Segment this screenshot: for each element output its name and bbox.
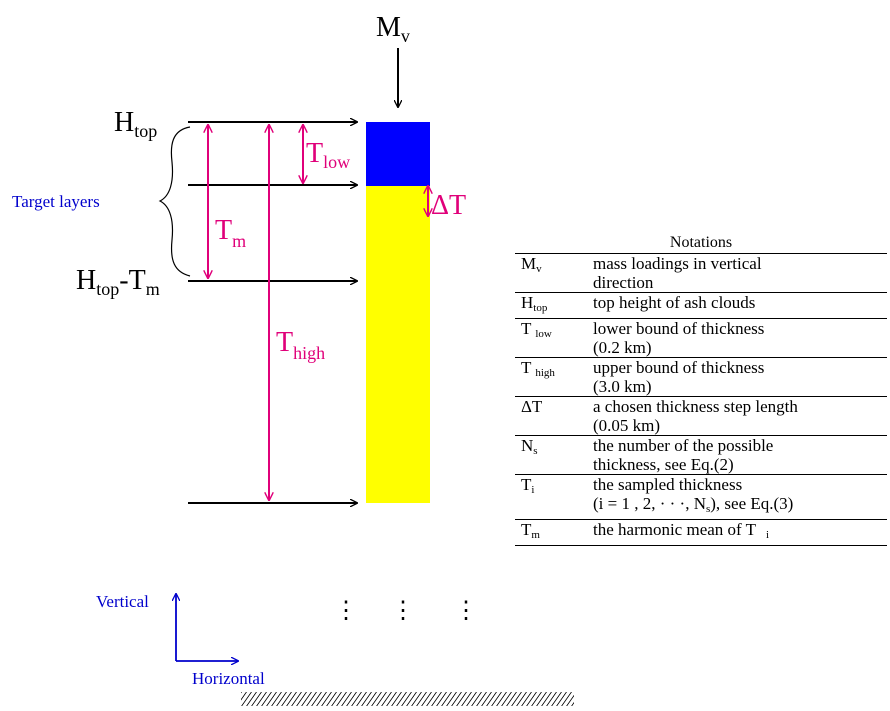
mv-label: Mv bbox=[376, 12, 410, 46]
target-layers-label: Target layers bbox=[12, 192, 100, 211]
target-layers-brace bbox=[158, 126, 191, 277]
dots-2: ⋮ bbox=[391, 598, 415, 624]
ground-hatch bbox=[241, 692, 574, 706]
dots-1: ⋮ bbox=[334, 598, 358, 624]
blue-top-block bbox=[366, 122, 430, 186]
yellow-column bbox=[366, 185, 430, 503]
htop-label: Htop bbox=[114, 107, 157, 141]
table-row: ΔT a chosen thickness step length(0.05 k… bbox=[515, 396, 887, 436]
tlow-label: Tlow bbox=[306, 138, 350, 172]
dots-3: ⋮ bbox=[454, 598, 478, 624]
table-row: T high upper bound of thickness(3.0 km) bbox=[515, 357, 887, 397]
notations-title: Notations bbox=[669, 234, 733, 251]
htop-minus-tm-label: Htop-Tm bbox=[76, 265, 160, 299]
delta-t-label: ΔT bbox=[431, 190, 466, 221]
table-row: Ti the sampled thickness(i = 1 , 2, · · … bbox=[515, 474, 887, 520]
vertical-axis-label: Vertical bbox=[96, 592, 149, 611]
thigh-label: Thigh bbox=[276, 327, 325, 363]
horizontal-axis-label: Horizontal bbox=[192, 669, 265, 688]
table-row: Htop top height of ash clouds bbox=[515, 292, 887, 319]
table-row: T low lower bound of thickness(0.2 km) bbox=[515, 318, 887, 358]
tm-label: Tm bbox=[215, 215, 246, 251]
